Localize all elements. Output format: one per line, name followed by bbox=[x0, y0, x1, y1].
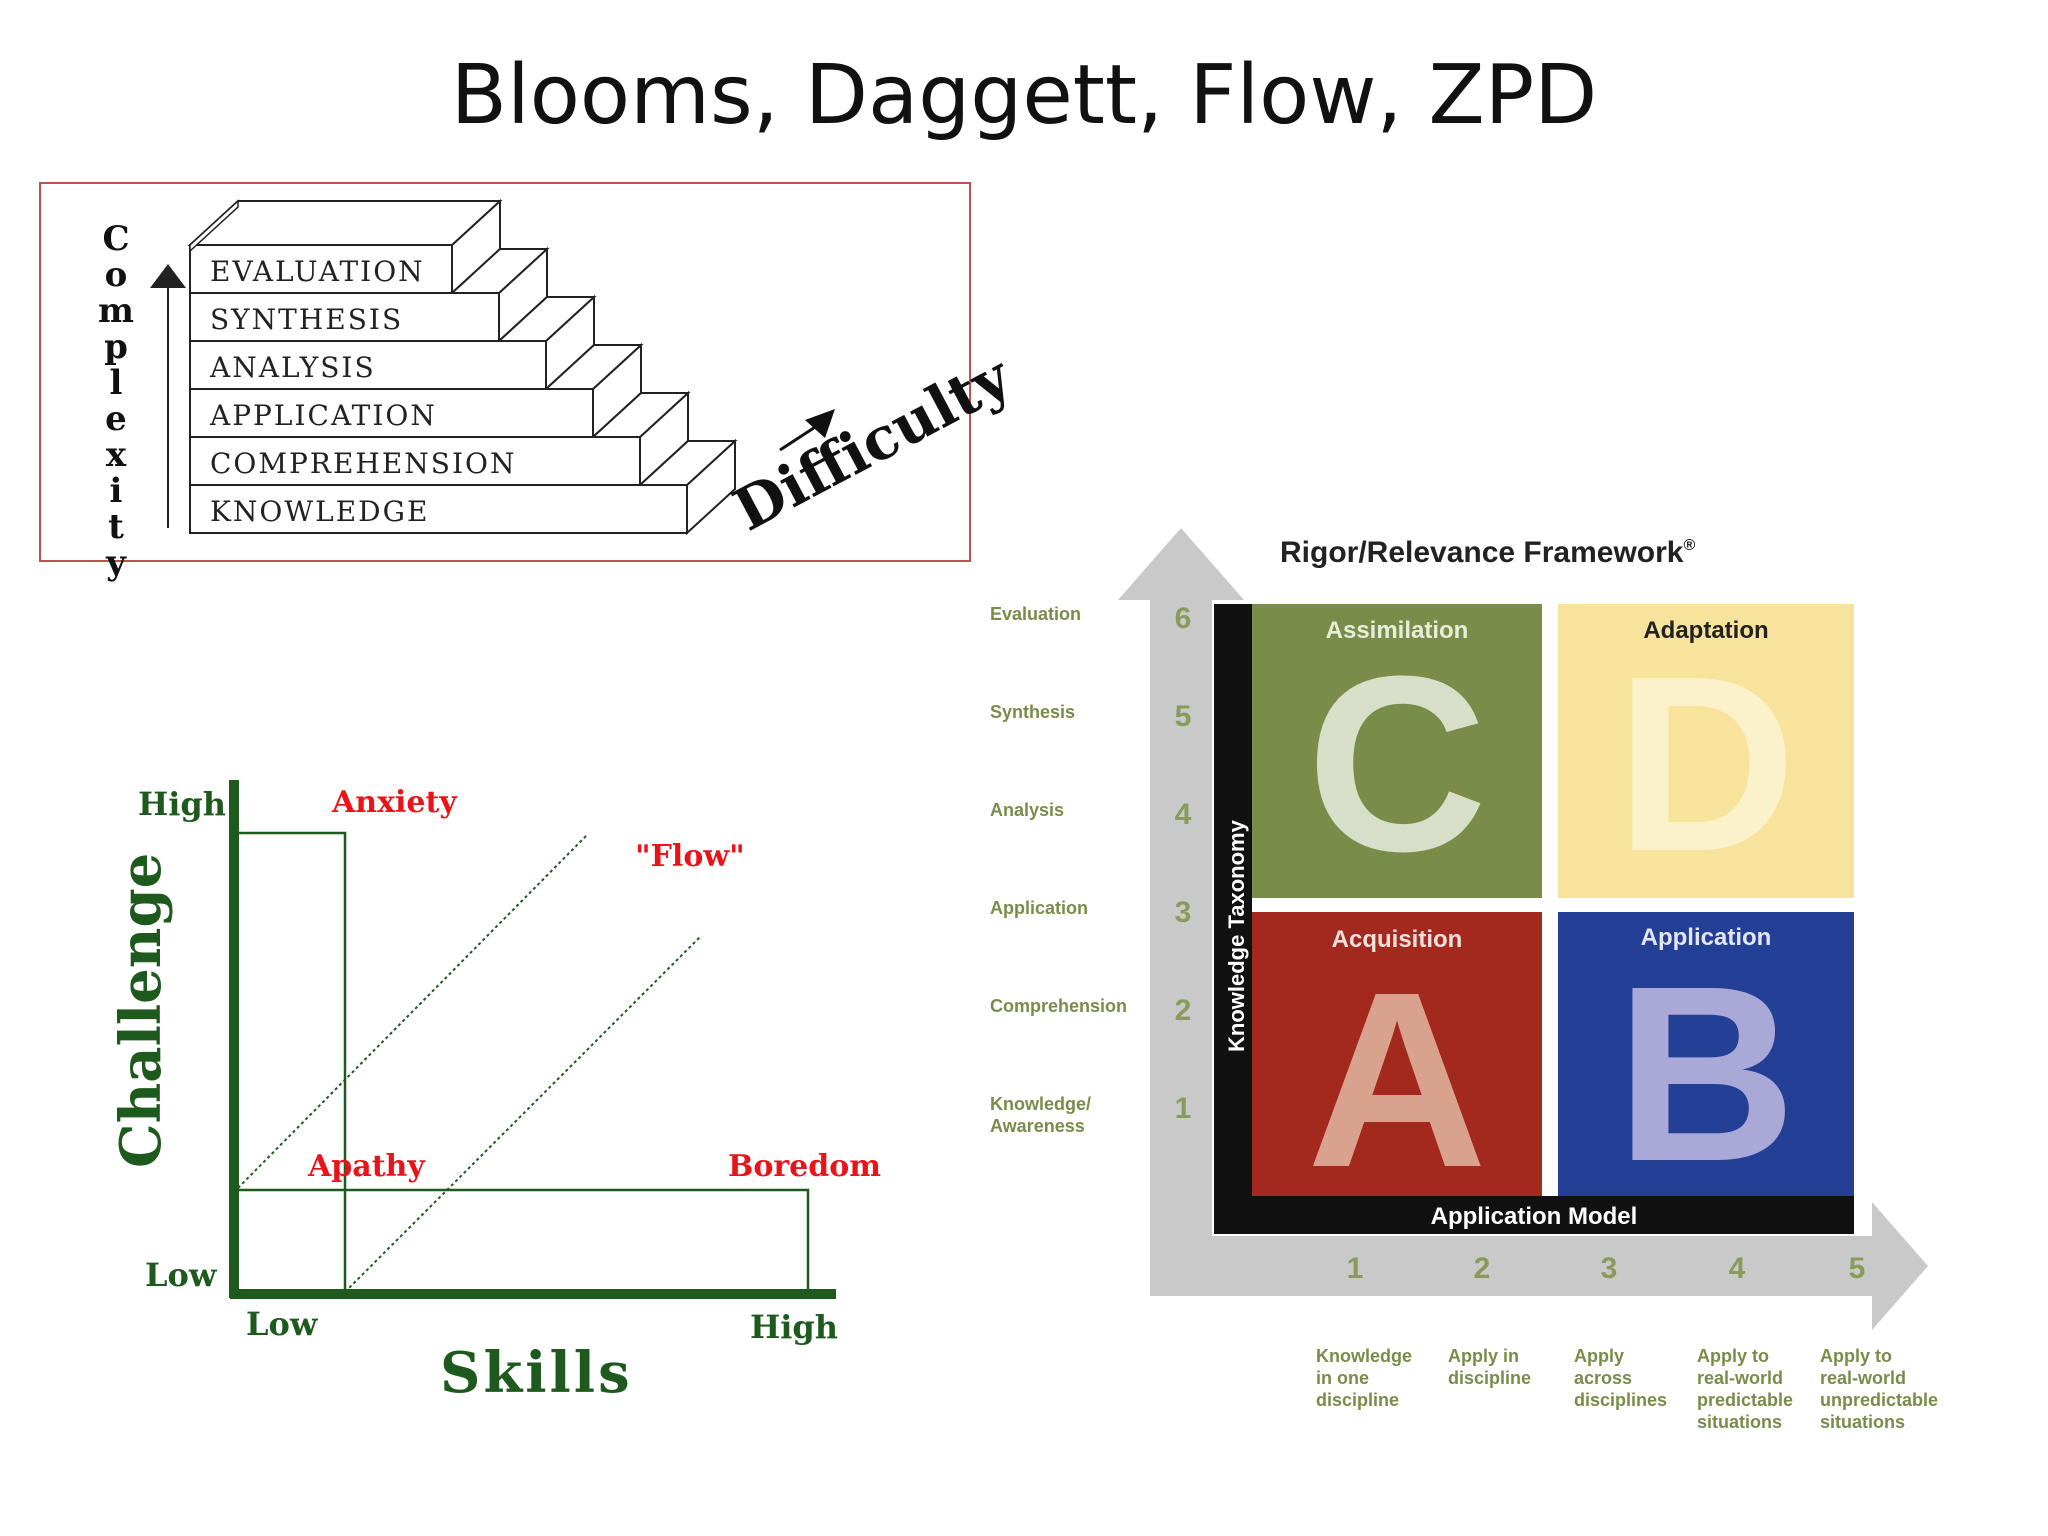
framework-title: Rigor/Relevance Framework® bbox=[1280, 536, 1696, 569]
bloom-level-label: ANALYSIS bbox=[209, 351, 376, 384]
framework-arrows bbox=[1118, 528, 1928, 1330]
taxonomy-number: 5 bbox=[1175, 700, 1192, 733]
quadrant-letter-a: A bbox=[1307, 940, 1488, 1219]
challenge-axis-title: Challenge bbox=[108, 853, 174, 1168]
stair-step bbox=[189, 388, 594, 438]
quadrant-b: Application B bbox=[1558, 912, 1854, 1213]
skills-low-label: Low bbox=[246, 1305, 319, 1343]
taxonomy-label: Synthesis bbox=[990, 702, 1075, 722]
stair-top-edge bbox=[189, 199, 239, 253]
quadrant-letter-d: D bbox=[1616, 624, 1797, 903]
stair-step bbox=[189, 484, 688, 534]
quadrant-c: Assimilation C bbox=[1252, 604, 1542, 903]
complexity-letter: i bbox=[110, 471, 123, 511]
skills-axis-title: Skills bbox=[440, 1340, 633, 1406]
application-number: 5 bbox=[1849, 1252, 1866, 1285]
stair-tread bbox=[637, 440, 738, 486]
boredom-zone-label: Boredom bbox=[728, 1149, 881, 1184]
taxonomy-levels: 6 Evaluation 5 Synthesis 4 Analysis 3 Applicati… bbox=[990, 602, 1192, 1136]
taxonomy-number: 3 bbox=[1175, 896, 1192, 929]
quadrant-letter-c: C bbox=[1307, 624, 1488, 903]
anxiety-zone-label: Anxiety bbox=[331, 785, 458, 820]
slide-title: Blooms, Daggett, Flow, ZPD bbox=[450, 48, 1598, 143]
flow-upper-line bbox=[237, 835, 587, 1189]
stair-step bbox=[189, 244, 453, 294]
assimilation-label: Assimilation bbox=[1326, 617, 1469, 644]
application-model-bar bbox=[1214, 1196, 1854, 1234]
bloom-level-label: EVALUATION bbox=[210, 255, 425, 288]
taxonomy-label: Knowledge/Awareness bbox=[990, 1094, 1091, 1136]
quadrant-d: Adaptation D bbox=[1558, 604, 1854, 903]
skills-high-label: High bbox=[750, 1308, 838, 1346]
bloom-level-label: KNOWLEDGE bbox=[210, 495, 429, 528]
stair-tread bbox=[496, 296, 597, 342]
application-model-label: Application Model bbox=[1431, 1203, 1638, 1230]
stair-step bbox=[189, 292, 500, 342]
quadrant-letter-b: B bbox=[1616, 934, 1797, 1213]
stair-step bbox=[189, 340, 547, 390]
flow-zone-label: "Flow" bbox=[635, 839, 745, 874]
adaptation-label: Adaptation bbox=[1643, 617, 1768, 644]
bloom-level-label: COMPREHENSION bbox=[210, 447, 516, 480]
stair-step bbox=[189, 436, 641, 486]
stair-tread bbox=[543, 344, 644, 390]
taxonomy-number: 6 bbox=[1175, 602, 1192, 635]
complexity-letter: y bbox=[105, 543, 127, 583]
quadrant-a: Acquisition A bbox=[1252, 912, 1542, 1219]
taxonomy-label: Application bbox=[990, 898, 1088, 918]
difficulty-arrow-line bbox=[779, 418, 827, 452]
application-number: 3 bbox=[1601, 1252, 1618, 1285]
stair-tread bbox=[449, 248, 550, 294]
anxiety-boundary bbox=[238, 831, 347, 1292]
complexity-letter: x bbox=[106, 435, 127, 475]
complexity-letter: t bbox=[108, 507, 124, 547]
complexity-letter: p bbox=[104, 327, 128, 367]
complexity-letter: o bbox=[105, 255, 128, 295]
staircase: EVALUATION SYNTHESIS ANALYSIS APPLICATION CO… bbox=[187, 198, 738, 536]
challenge-low-label: Low bbox=[145, 1256, 218, 1294]
taxonomy-number: 2 bbox=[1175, 994, 1192, 1027]
challenge-high-label: High bbox=[138, 785, 226, 823]
knowledge-taxonomy-bar bbox=[1214, 604, 1252, 1234]
complexity-letter: m bbox=[98, 291, 134, 331]
taxonomy-number: 1 bbox=[1175, 1092, 1192, 1125]
complexity-arrow-head bbox=[150, 264, 186, 288]
stair-tread bbox=[590, 392, 691, 438]
application-number: 2 bbox=[1474, 1252, 1491, 1285]
complexity-letter: C bbox=[102, 219, 129, 259]
taxonomy-label: Analysis bbox=[990, 800, 1064, 820]
taxonomy-label: Comprehension bbox=[990, 996, 1127, 1016]
complexity-letter: l bbox=[110, 363, 123, 403]
apathy-zone-label: Apathy bbox=[307, 1149, 426, 1184]
application-quadrant-label: Application bbox=[1641, 924, 1772, 951]
application-number: 4 bbox=[1729, 1252, 1746, 1285]
bloom-level-label: APPLICATION bbox=[209, 399, 437, 432]
taxonomy-number: 4 bbox=[1175, 798, 1192, 831]
bloom-level-label: SYNTHESIS bbox=[210, 303, 403, 336]
blooms-frame bbox=[39, 182, 971, 562]
acquisition-label: Acquisition bbox=[1332, 926, 1463, 953]
complexity-letter: e bbox=[105, 399, 127, 439]
application-number: 1 bbox=[1347, 1252, 1364, 1285]
knowledge-taxonomy-label: Knowledge Taxonomy bbox=[1224, 819, 1249, 1052]
boredom-boundary bbox=[238, 1188, 810, 1292]
taxonomy-label: Evaluation bbox=[990, 604, 1081, 624]
